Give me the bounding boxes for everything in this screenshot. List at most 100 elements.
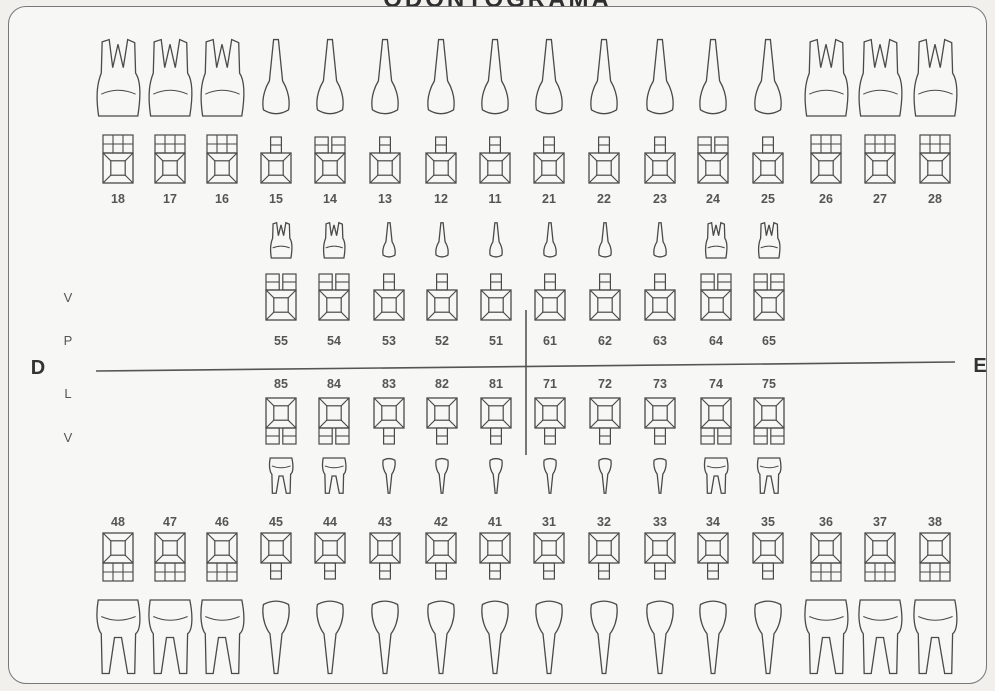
tooth-11[interactable] [480, 40, 510, 183]
tooth-15[interactable] [261, 40, 291, 183]
tooth-34[interactable] [698, 533, 728, 674]
tooth-55[interactable] [266, 223, 296, 320]
tooth-number-26: 26 [819, 192, 833, 206]
tooth-number-42: 42 [434, 515, 448, 529]
tooth-84[interactable] [319, 398, 349, 493]
tooth-number-61: 61 [543, 334, 557, 348]
label-upper-p: P [64, 333, 73, 348]
tooth-number-47: 47 [163, 515, 177, 529]
tooth-62[interactable] [590, 223, 620, 320]
tooth-54[interactable] [319, 223, 349, 320]
tooth-17[interactable] [149, 40, 192, 183]
tooth-53[interactable] [374, 223, 404, 320]
tooth-number-53: 53 [382, 334, 396, 348]
tooth-number-62: 62 [598, 334, 612, 348]
tooth-65[interactable] [754, 223, 784, 320]
tooth-number-18: 18 [111, 192, 125, 206]
tooth-85[interactable] [266, 398, 296, 493]
tooth-18[interactable] [97, 40, 140, 183]
tooth-number-32: 32 [597, 515, 611, 529]
tooth-number-41: 41 [488, 515, 502, 529]
tooth-25[interactable] [753, 40, 783, 183]
tooth-23[interactable] [645, 40, 675, 183]
tooth-14[interactable] [315, 40, 345, 183]
tooth-72[interactable] [590, 398, 620, 493]
tooth-number-82: 82 [435, 377, 449, 391]
tooth-63[interactable] [645, 223, 675, 320]
tooth-number-27: 27 [873, 192, 887, 206]
tooth-number-52: 52 [435, 334, 449, 348]
tooth-32[interactable] [589, 533, 619, 674]
tooth-number-74: 74 [709, 377, 723, 391]
tooth-61[interactable] [535, 223, 565, 320]
tooth-number-13: 13 [378, 192, 392, 206]
label-lower-l: L [64, 386, 71, 401]
tooth-26[interactable] [805, 40, 848, 183]
tooth-number-48: 48 [111, 515, 125, 529]
tooth-46[interactable] [201, 533, 244, 674]
tooth-number-84: 84 [327, 377, 341, 391]
tooth-number-65: 65 [762, 334, 776, 348]
tooth-74[interactable] [701, 398, 731, 493]
tooth-number-17: 17 [163, 192, 177, 206]
tooth-number-83: 83 [382, 377, 396, 391]
tooth-number-12: 12 [434, 192, 448, 206]
tooth-82[interactable] [427, 398, 457, 493]
tooth-37[interactable] [859, 533, 902, 674]
tooth-38[interactable] [914, 533, 957, 674]
tooth-43[interactable] [370, 533, 400, 674]
tooth-number-14: 14 [323, 192, 337, 206]
label-upper-v: V [64, 290, 73, 305]
label-right-e: E [973, 355, 986, 377]
tooth-number-33: 33 [653, 515, 667, 529]
tooth-number-54: 54 [327, 334, 341, 348]
tooth-number-11: 11 [488, 192, 501, 206]
tooth-31[interactable] [534, 533, 564, 674]
tooth-13[interactable] [370, 40, 400, 183]
tooth-33[interactable] [645, 533, 675, 674]
tooth-35[interactable] [753, 533, 783, 674]
tooth-number-46: 46 [215, 515, 229, 529]
tooth-75[interactable] [754, 398, 784, 493]
tooth-27[interactable] [859, 40, 902, 183]
tooth-number-75: 75 [762, 377, 776, 391]
tooth-number-81: 81 [489, 377, 503, 391]
tooth-number-24: 24 [706, 192, 720, 206]
tooth-64[interactable] [701, 223, 731, 320]
tooth-71[interactable] [535, 398, 565, 493]
tooth-number-73: 73 [653, 377, 667, 391]
tooth-28[interactable] [914, 40, 957, 183]
tooth-number-37: 37 [873, 515, 887, 529]
tooth-number-55: 55 [274, 334, 288, 348]
label-lower-v: V [64, 430, 73, 445]
tooth-number-85: 85 [274, 377, 288, 391]
tooth-number-31: 31 [542, 515, 556, 529]
tooth-48[interactable] [97, 533, 140, 674]
tooth-44[interactable] [315, 533, 345, 674]
tooth-16[interactable] [201, 40, 244, 183]
tooth-number-64: 64 [709, 334, 723, 348]
tooth-24[interactable] [698, 40, 728, 183]
tooth-51[interactable] [481, 223, 511, 320]
tooth-36[interactable] [805, 533, 848, 674]
tooth-42[interactable] [426, 533, 456, 674]
tooth-45[interactable] [261, 533, 291, 674]
tooth-12[interactable] [426, 40, 456, 183]
tooth-41[interactable] [480, 533, 510, 674]
tooth-number-34: 34 [706, 515, 720, 529]
tooth-number-71: 71 [543, 377, 557, 391]
tooth-number-35: 35 [761, 515, 775, 529]
tooth-21[interactable] [534, 40, 564, 183]
tooth-22[interactable] [589, 40, 619, 183]
tooth-number-16: 16 [215, 192, 229, 206]
tooth-number-15: 15 [269, 192, 283, 206]
tooth-47[interactable] [149, 533, 192, 674]
tooth-81[interactable] [481, 398, 511, 493]
tooth-83[interactable] [374, 398, 404, 493]
tooth-number-28: 28 [928, 192, 942, 206]
tooth-73[interactable] [645, 398, 675, 493]
tooth-number-72: 72 [598, 377, 612, 391]
tooth-number-22: 22 [597, 192, 611, 206]
tooth-52[interactable] [427, 223, 457, 320]
